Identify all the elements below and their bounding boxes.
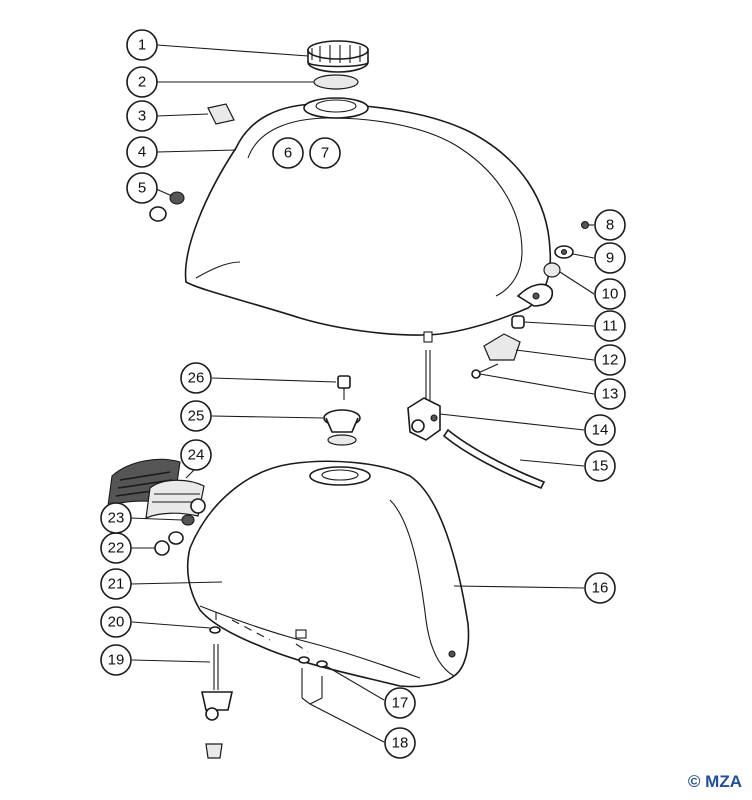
svg-text:13: 13 <box>602 386 619 403</box>
svg-text:17: 17 <box>392 695 409 712</box>
callout-20: 20 <box>100 606 132 638</box>
callout-9: 9 <box>594 242 626 274</box>
callout-24: 24 <box>180 439 212 471</box>
grommet-23-small <box>181 514 195 526</box>
svg-text:21: 21 <box>108 576 125 593</box>
callout-17: 17 <box>384 687 416 719</box>
svg-text:14: 14 <box>592 422 609 439</box>
fuel-tap <box>407 350 441 441</box>
svg-text:22: 22 <box>108 540 125 557</box>
callout-15: 15 <box>584 450 616 482</box>
fuel-cap <box>307 40 369 73</box>
rubber-bush-upper <box>169 191 185 205</box>
callout-6: 6 <box>272 137 304 169</box>
tank-clip <box>207 103 235 125</box>
callout-7: 7 <box>309 137 341 169</box>
callout-19: 19 <box>100 644 132 676</box>
svg-text:5: 5 <box>138 180 146 197</box>
key <box>337 375 351 400</box>
callouts: 1 2 3 4 5 6 7 8 9 10 11 12 13 14 15 16 1… <box>100 29 626 759</box>
callout-2: 2 <box>126 66 158 98</box>
nut <box>580 220 590 230</box>
grommet <box>543 262 561 278</box>
upper-fuel-tank <box>184 97 554 343</box>
callout-3: 3 <box>126 100 158 132</box>
svg-text:19: 19 <box>108 652 125 669</box>
rubber-mount <box>483 333 521 361</box>
o-ring <box>209 626 221 634</box>
svg-text:20: 20 <box>108 614 125 631</box>
svg-text:7: 7 <box>321 145 329 162</box>
spacer-collar <box>511 315 525 329</box>
callout-21: 21 <box>100 568 132 600</box>
washer-17-a <box>298 656 310 664</box>
svg-text:1: 1 <box>138 37 146 54</box>
callout-11: 11 <box>594 310 626 342</box>
svg-text:24: 24 <box>188 447 205 464</box>
svg-text:2: 2 <box>138 74 146 91</box>
fuel-hose <box>442 428 546 490</box>
svg-text:9: 9 <box>606 250 614 267</box>
svg-text:4: 4 <box>138 144 146 161</box>
svg-text:8: 8 <box>606 217 614 234</box>
knee-pads <box>107 458 205 519</box>
callout-18: 18 <box>384 727 416 759</box>
callout-10: 10 <box>594 278 626 310</box>
callout-25: 25 <box>180 400 212 432</box>
grommet-23-large <box>190 498 206 514</box>
callout-23: 23 <box>100 502 132 534</box>
callout-16: 16 <box>584 572 616 604</box>
lower-fuel-tank <box>186 460 470 688</box>
svg-text:6: 6 <box>284 145 292 162</box>
copyright-label: © MZA <box>687 772 742 791</box>
svg-text:10: 10 <box>602 286 619 303</box>
callout-1: 1 <box>126 29 158 61</box>
callout-5: 5 <box>126 172 158 204</box>
svg-text:18: 18 <box>392 735 409 752</box>
washer-17-b <box>316 660 328 668</box>
svg-text:23: 23 <box>108 510 125 527</box>
rubber-bush-22-b <box>168 531 184 545</box>
svg-text:12: 12 <box>602 352 619 369</box>
callout-14: 14 <box>584 414 616 446</box>
cap-gasket <box>313 74 359 90</box>
lower-fuel-tap <box>201 644 233 759</box>
rubber-bush-22-a <box>154 540 170 556</box>
rubber-bush-lower <box>149 206 167 222</box>
callout-4: 4 <box>126 136 158 168</box>
callout-8: 8 <box>594 209 626 241</box>
callout-13: 13 <box>594 378 626 410</box>
svg-text:25: 25 <box>188 408 205 425</box>
leader-lines <box>129 44 595 743</box>
svg-text:26: 26 <box>188 370 205 387</box>
callout-26: 26 <box>180 362 212 394</box>
locking-cap <box>323 409 361 446</box>
svg-text:16: 16 <box>592 580 609 597</box>
svg-text:15: 15 <box>592 458 609 475</box>
svg-text:11: 11 <box>602 318 618 335</box>
callout-12: 12 <box>594 344 626 376</box>
svg-text:3: 3 <box>138 108 146 125</box>
callout-22: 22 <box>100 532 132 564</box>
